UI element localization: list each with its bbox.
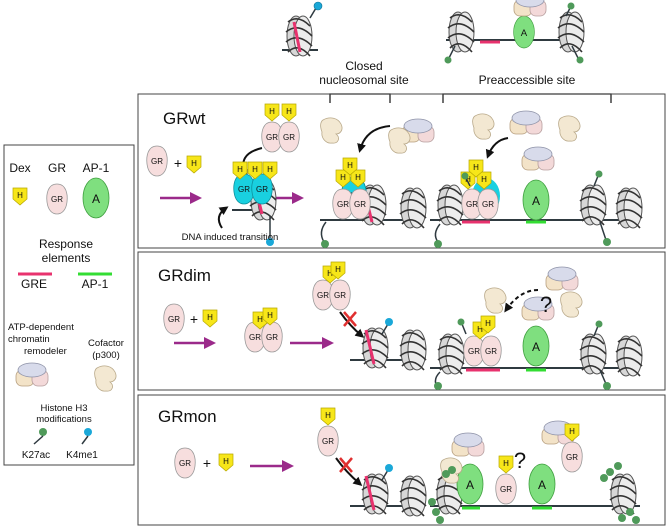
grmon-k27ac-clusters — [428, 462, 640, 524]
grdim-question: ? — [540, 292, 552, 317]
preaccessible-bracket — [442, 93, 612, 103]
grmon-gr-icon — [174, 447, 196, 479]
legend-gr-label: GR — [48, 161, 66, 175]
closed-label-1: Closed — [345, 59, 382, 73]
grwt-gr-icon — [146, 145, 168, 177]
grwt-transition-label: DNA induced transition — [182, 232, 279, 243]
grmon-question: ? — [514, 448, 526, 473]
legend-k27ac-label: K27ac — [22, 450, 50, 461]
panel-grdim-title: GRdim — [158, 266, 211, 285]
legend-ap1-element-label: AP-1 — [82, 277, 109, 291]
grwt-plus: + — [174, 155, 182, 171]
legend-response-2: elements — [42, 251, 91, 265]
closed-label-2: nucleosomal site — [319, 73, 409, 87]
legend-cofactor-icon — [94, 365, 117, 392]
legend-dex-label: Dex — [9, 161, 30, 175]
legend-gre-label: GRE — [21, 277, 47, 291]
grdim-dex-icon — [202, 309, 218, 328]
top-closed-schematic — [282, 1, 323, 57]
legend-k4me1-icon — [84, 428, 92, 436]
legend-remodeler-3: remodeler — [24, 346, 67, 357]
legend-response-1: Response — [39, 237, 93, 251]
panel-grmon-title: GRmon — [158, 407, 217, 426]
legend-cofactor-2: (p300) — [92, 350, 119, 361]
legend-histone-2: modifications — [36, 414, 92, 425]
grdim-gr-icon — [163, 303, 185, 335]
legend-k4me1-label: K4me1 — [66, 450, 98, 461]
legend-k27ac-icon — [39, 428, 47, 436]
legend-ap1-icon — [82, 177, 110, 219]
panel-grwt-title: GRwt — [163, 109, 206, 128]
panel-grmon — [137, 394, 666, 526]
closed-bracket — [329, 93, 391, 103]
legend-remodeler-1: ATP-dependent — [8, 322, 74, 333]
grdim-plus: + — [190, 311, 198, 327]
legend-gr-icon — [46, 183, 68, 215]
legend-histone-1: Histone H3 — [41, 403, 88, 414]
top-preaccessible-schematic — [444, 0, 585, 64]
legend-remodeler-icon — [15, 362, 49, 387]
panel-grdim — [137, 251, 666, 391]
grmon-dex-icon — [218, 453, 234, 472]
preaccessible-label: Preaccessible site — [479, 73, 576, 87]
legend-cofactor-1: Cofactor — [88, 338, 124, 349]
grwt-dex-icon — [186, 155, 202, 174]
grmon-plus: + — [203, 455, 211, 471]
legend-ap1-label: AP-1 — [83, 161, 110, 175]
legend-remodeler-2: chromatin — [8, 334, 50, 345]
panel-grwt — [137, 93, 666, 249]
